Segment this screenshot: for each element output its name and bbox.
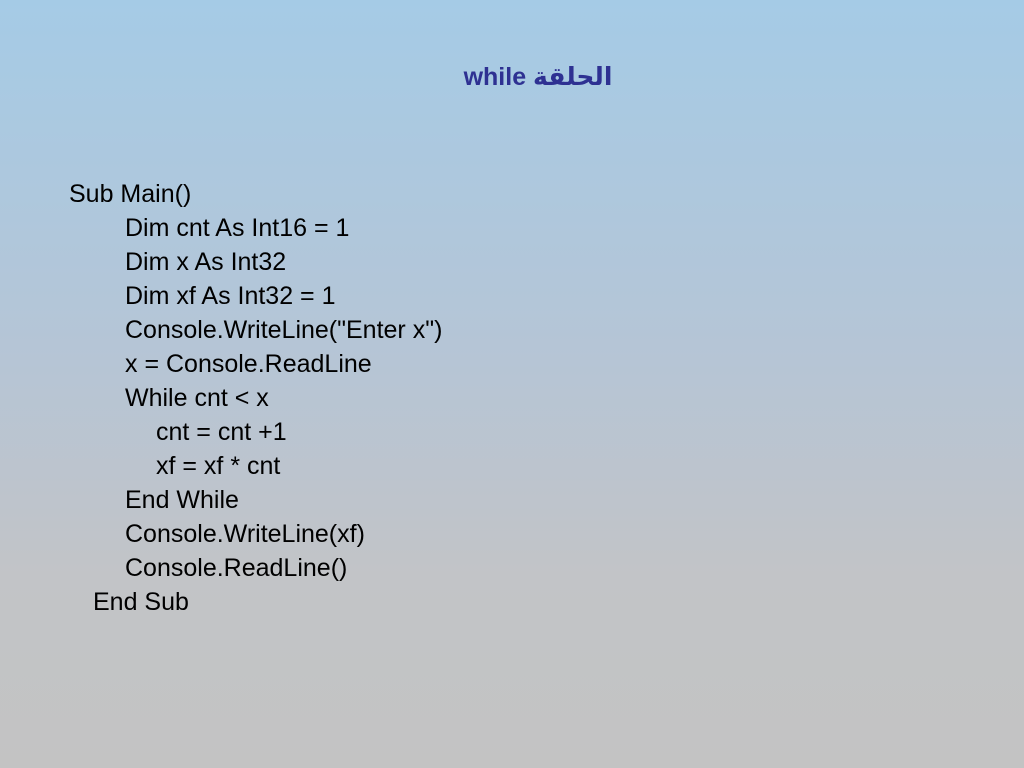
code-line-readline-x: x = Console.ReadLine xyxy=(125,350,372,378)
code-line-writeline-result: Console.WriteLine(xf) xyxy=(125,520,365,548)
code-block: Sub Main() Dim cnt As Int16 = 1 Dim x As… xyxy=(69,177,969,619)
code-line-sub-main: Sub Main() xyxy=(69,180,192,208)
code-line-multiply: xf = xf * cnt xyxy=(156,452,281,480)
code-line-writeline-prompt: Console.WriteLine("Enter x") xyxy=(125,316,443,344)
code-line-end-while: End While xyxy=(125,486,239,514)
code-line-while: While cnt < x xyxy=(125,384,269,412)
code-line-end-sub: End Sub xyxy=(93,588,189,616)
slide-title: الحلقة while xyxy=(463,63,613,91)
code-line-dim-xf: Dim xf As Int32 = 1 xyxy=(125,282,336,310)
code-line-dim-cnt: Dim cnt As Int16 = 1 xyxy=(125,214,350,242)
code-line-readline-pause: Console.ReadLine() xyxy=(125,554,348,582)
code-line-dim-x: Dim x As Int32 xyxy=(125,248,287,276)
code-line-increment: cnt = cnt +1 xyxy=(156,418,287,446)
